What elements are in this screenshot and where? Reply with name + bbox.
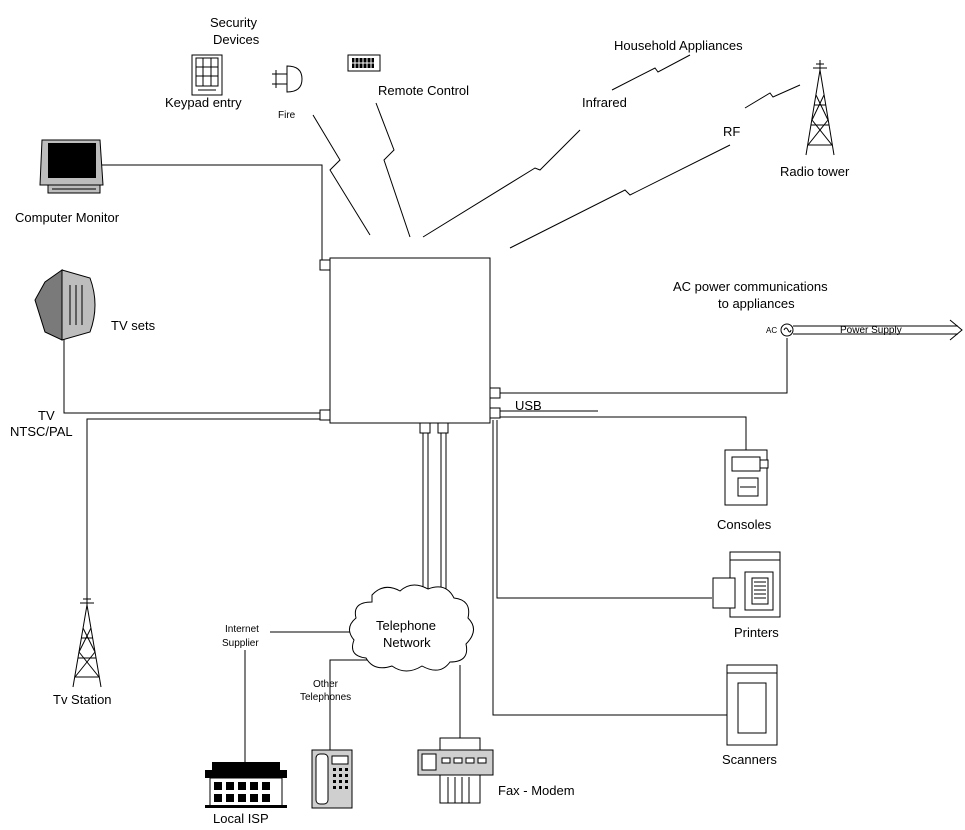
tv-label: TV xyxy=(38,408,55,423)
rf-label: RF xyxy=(723,124,740,139)
fire-sensor-icon xyxy=(272,66,302,92)
radio-tower-icon xyxy=(806,60,834,155)
computer-monitor-label: Computer Monitor xyxy=(15,210,120,225)
scanner-connection xyxy=(493,420,727,715)
tv-set-icon xyxy=(35,270,95,340)
remote-label: Remote Control xyxy=(378,83,469,98)
ac-label: AC xyxy=(766,326,777,335)
telephone-icon xyxy=(312,750,352,808)
household-infrared-link xyxy=(612,55,690,90)
other-telephones-label-2: Telephones xyxy=(300,692,351,703)
remote-control-icon xyxy=(348,55,380,71)
monitor-connection xyxy=(92,165,322,260)
internet-supplier-label-2: Supplier xyxy=(222,638,259,649)
local-isp-building-icon xyxy=(205,762,287,808)
printer-connection xyxy=(497,420,712,598)
console-connection xyxy=(497,417,746,450)
telephone-network-label-2: Network xyxy=(383,635,431,650)
radio-tower-label: Radio tower xyxy=(780,164,850,179)
port-usb xyxy=(490,408,500,418)
computer-monitor-icon xyxy=(40,140,103,193)
local-isp-label: Local ISP xyxy=(213,811,269,825)
infrared-wireless-link xyxy=(423,130,580,237)
security-label-1: Security xyxy=(210,15,257,30)
ac-outlet-icon xyxy=(781,324,793,336)
usb-label: USB xyxy=(515,398,542,413)
port-tv xyxy=(320,410,330,420)
ac-power-label-1: AC power communications xyxy=(673,279,828,294)
port-phone-1 xyxy=(420,423,430,433)
tv-connection xyxy=(64,338,320,413)
port-monitor xyxy=(320,260,330,270)
scanners-label: Scanners xyxy=(722,752,777,767)
power-supply-label: Power Supply xyxy=(840,325,902,336)
printer-icon xyxy=(713,552,780,617)
tv-station-connection xyxy=(87,419,320,605)
tv-station-tower-icon xyxy=(73,599,101,687)
household-label: Household Appliances xyxy=(614,38,743,53)
tv-station-label: Tv Station xyxy=(53,692,112,707)
internet-supplier-label-1: Internet xyxy=(225,624,259,635)
ac-power-label-2: to appliances xyxy=(718,296,795,311)
scanner-icon xyxy=(727,665,777,745)
consoles-label: Consoles xyxy=(717,517,772,532)
ac-power-connection xyxy=(497,338,787,393)
other-telephones-label-1: Other xyxy=(313,679,339,690)
ntsc-pal-label: NTSC/PAL xyxy=(10,424,73,439)
rf-wireless-link xyxy=(510,145,730,248)
port-phone-2 xyxy=(438,423,448,433)
wired-connections xyxy=(64,165,787,768)
central-gateway-box xyxy=(320,258,500,433)
fire-label: Fire xyxy=(278,110,296,121)
security-label-2: Devices xyxy=(213,32,260,47)
remote-wireless-link xyxy=(376,103,410,237)
console-icon xyxy=(725,450,768,505)
infrared-label: Infrared xyxy=(582,95,627,110)
tv-sets-label: TV sets xyxy=(111,318,156,333)
printers-label: Printers xyxy=(734,625,779,640)
port-ac xyxy=(490,388,500,398)
telephone-network-label-1: Telephone xyxy=(376,618,436,633)
fax-modem-icon xyxy=(418,738,493,803)
radio-tower-rf-link xyxy=(745,85,800,108)
keypad-icon xyxy=(192,55,222,95)
keypad-label: Keypad entry xyxy=(165,95,242,110)
fax-modem-label: Fax - Modem xyxy=(498,783,575,798)
